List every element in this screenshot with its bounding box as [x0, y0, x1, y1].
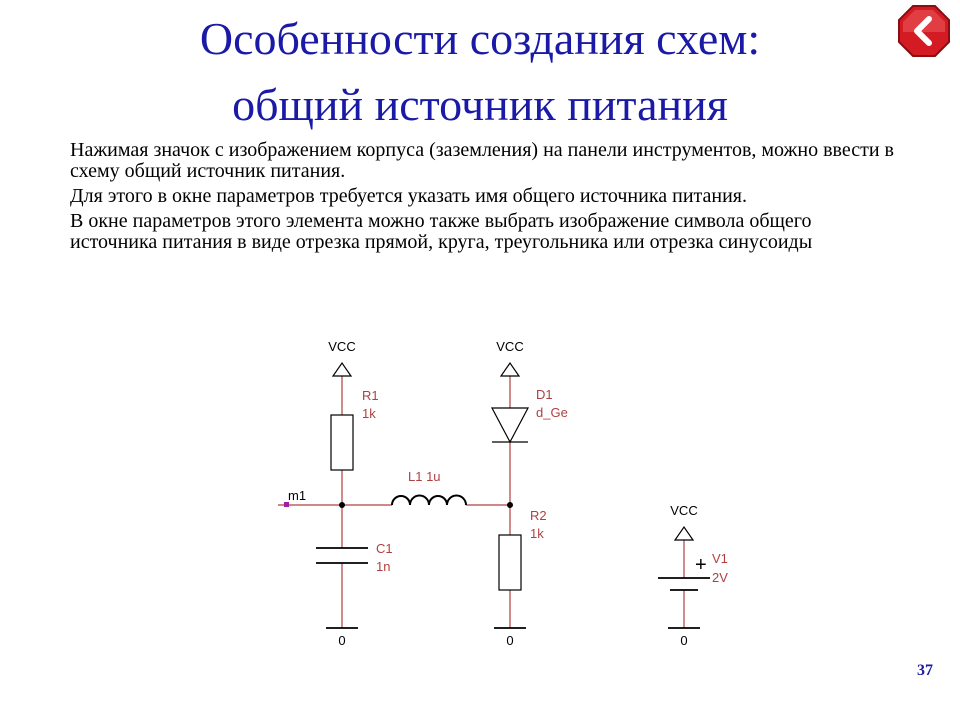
vcc2-label: VCC: [496, 339, 523, 354]
l1-label: L1 1u: [408, 469, 441, 484]
v1-name: V1: [712, 551, 728, 566]
r1-name: R1: [362, 388, 379, 403]
diode-d1: [491, 407, 529, 444]
title-line-1: Особенности создания схем:: [199, 13, 761, 64]
resistor-r1: [330, 414, 354, 471]
r2-value: 1k: [530, 526, 544, 541]
c1-value: 1n: [376, 559, 390, 574]
v1-plus: +: [695, 554, 707, 576]
d1-value: d_Ge: [536, 405, 568, 420]
ground-1-label: 0: [338, 633, 345, 648]
paragraph-1: Нажимая значок с изображением корпуса (з…: [70, 139, 894, 182]
vcc3-symbol: [673, 525, 695, 541]
vcc1-symbol: [331, 361, 353, 377]
ground-3-label: 0: [680, 633, 687, 648]
vcc2-symbol: [499, 361, 521, 377]
resistor-r2: [498, 534, 522, 591]
page-number: 37: [917, 662, 933, 679]
back-button[interactable]: [895, 2, 953, 60]
d1-name: D1: [536, 387, 553, 402]
wires: [278, 376, 685, 628]
c1-name: C1: [376, 541, 393, 556]
paragraph-3: В окне параметров этого элемента можно т…: [70, 210, 813, 253]
r2-name: R2: [530, 508, 547, 523]
junction-right: [507, 502, 513, 508]
m1-label: m1: [288, 488, 306, 503]
marker-m1: [284, 502, 289, 507]
slide-title: Особенности создания схем: общий источни…: [0, 6, 960, 138]
r1-value: 1k: [362, 406, 376, 421]
vcc3-label: VCC: [670, 503, 697, 518]
junction-left: [339, 502, 345, 508]
battery-v1: [658, 577, 710, 591]
circuit-schematic: VCC VCC VCC R1 1k D1 d_Ge L1 1u m1 C1 1n…: [278, 339, 728, 648]
ground-2-label: 0: [506, 633, 513, 648]
inductor-l1: [391, 494, 467, 506]
body-text: Нажимая значок с изображением корпуса (з…: [70, 140, 900, 257]
chevron-left-icon: [898, 5, 950, 57]
capacitor-c1: [316, 547, 368, 564]
vcc1-label: VCC: [328, 339, 355, 354]
title-line-2: общий источник питания: [232, 79, 728, 130]
paragraph-2: Для этого в окне параметров требуется ук…: [70, 185, 747, 207]
v1-value: 2V: [712, 570, 728, 585]
